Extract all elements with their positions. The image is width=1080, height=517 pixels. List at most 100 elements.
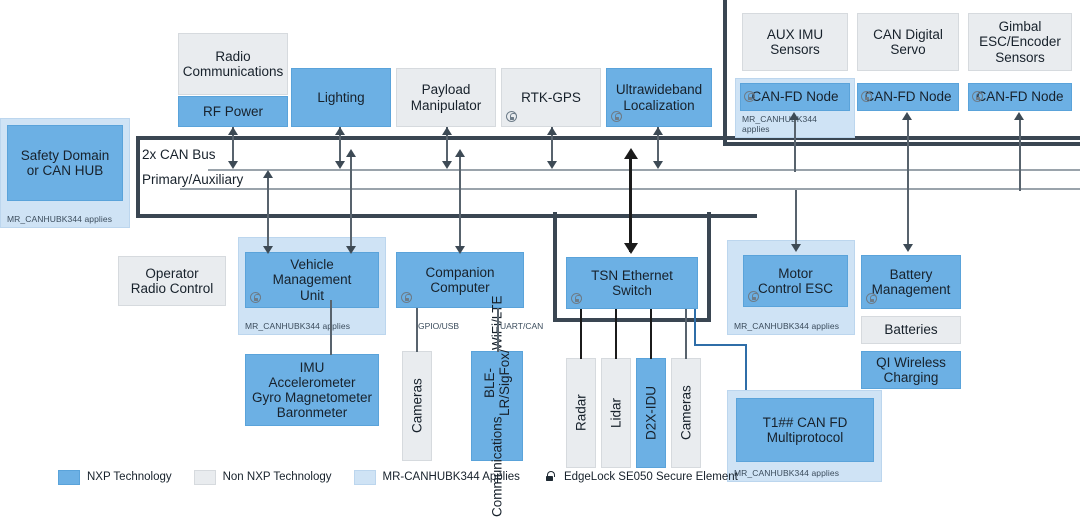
- communications-box[interactable]: Communications BLE-LR/SigFox/ WiFi/LTE: [471, 295, 523, 517]
- cameras-companion-box[interactable]: Cameras: [402, 351, 432, 461]
- t1-can-fd-note: MR_CANHUBK344 applies: [734, 468, 840, 478]
- uart-can-label: UART/CAN: [500, 321, 544, 331]
- vehicle-management-unit-box[interactable]: Vehicle Management Unit: [245, 252, 379, 308]
- t1-can-fd-multiprotocol-box[interactable]: T1## CAN FD Multiprotocol: [736, 398, 874, 462]
- gpio-usb-label: GPIO/USB: [418, 321, 460, 331]
- battery-mgmt-line1: Battery: [889, 266, 933, 282]
- arrow-down-lighting: [335, 161, 345, 169]
- operator-radio-control-box[interactable]: Operator Radio Control: [118, 256, 226, 306]
- secure-element-icon: [861, 91, 872, 102]
- connector-companion-cameras: [416, 308, 418, 352]
- cameras-tsn-box[interactable]: Cameras: [671, 358, 701, 468]
- d2x-idu-box[interactable]: D2X-IDU: [636, 358, 666, 468]
- secure-element-icon: [611, 111, 622, 122]
- legend-swatch-non-nxp: [193, 469, 216, 485]
- connector-uwb: [657, 127, 659, 163]
- payload-manipulator-line2: Manipulator: [410, 97, 482, 113]
- connector-motor-esc: [795, 190, 797, 248]
- secure-element-icon: [401, 292, 412, 303]
- arrow-up-payload: [442, 127, 452, 135]
- aux-imu-sensors-box[interactable]: AUX IMU Sensors: [742, 13, 848, 71]
- connector-tsn-lidar: [615, 309, 618, 359]
- connector-companion: [459, 155, 461, 250]
- tsn-domain-frame: [553, 212, 711, 322]
- can-fd-node-3-box[interactable]: CAN-FD Node: [968, 83, 1072, 111]
- imu-box[interactable]: IMU Accelerometer Gyro Magnetometer Baro…: [245, 354, 379, 426]
- rf-power-box[interactable]: RF Power: [178, 96, 288, 127]
- arrow-up-canfd3: [1014, 112, 1024, 120]
- connector-tsn-d2x: [650, 309, 653, 359]
- gimbal-esc-encoder-sensors-box[interactable]: Gimbal ESC/Encoder Sensors: [968, 13, 1072, 71]
- companion-computer-box[interactable]: Companion Computer: [396, 252, 524, 308]
- connector-tsn-trunk: [629, 158, 633, 252]
- safety-domain-line1: Safety Domain: [20, 147, 110, 163]
- connector-vmu-b: [350, 155, 352, 250]
- motor-control-esc-box[interactable]: Motor Control ESC: [735, 247, 848, 307]
- ultrawideband-localization-box[interactable]: Ultrawideband Localization: [606, 68, 712, 127]
- companion-line2: Computer: [430, 280, 490, 295]
- arrow-down-vmu-a: [263, 246, 273, 254]
- radio-communications-line2: Communications: [182, 64, 284, 79]
- connector-rtk: [551, 127, 553, 163]
- can-fd-node-2-box[interactable]: CAN-FD Node: [857, 83, 959, 111]
- vmu-line3: Unit: [299, 287, 324, 303]
- gimbal-line2: ESC/Encoder: [979, 34, 1061, 50]
- lidar-label: Lidar: [608, 397, 624, 429]
- comm-line1: Communications: [489, 416, 505, 517]
- connector-rf-power: [232, 127, 234, 163]
- arrow-up-canfd1: [789, 112, 799, 120]
- arrow-down-rf-power: [228, 161, 238, 169]
- bus-label-primary: 2x CAN Bus: [142, 147, 216, 162]
- can-fd-node-3-label: CAN-FD Node: [976, 89, 1064, 105]
- can-fd-domain-frame: [723, 0, 1080, 146]
- cameras-tsn-label: Cameras: [678, 385, 694, 441]
- bus-label-auxiliary: Primary/Auxiliary: [142, 172, 244, 187]
- arrow-down-companion: [455, 246, 465, 254]
- battery-management-box[interactable]: Battery Management: [861, 255, 961, 309]
- legend-label-edgelock: EdgeLock SE050 Secure Element: [563, 471, 738, 483]
- imu-line3: Gyro Magnetometer: [251, 390, 373, 405]
- arrow-up-rtk: [547, 127, 557, 135]
- radar-box[interactable]: Radar: [566, 358, 596, 468]
- connector-t1-vertical-a: [694, 309, 696, 345]
- vmu-line2: Management: [272, 272, 352, 288]
- motor-esc-line1: Motor: [778, 265, 813, 281]
- arrow-up-canfd2: [902, 112, 912, 120]
- t1-line2: Multiprotocol: [766, 430, 844, 445]
- arrow-up-vmu-b: [346, 149, 356, 157]
- motor-esc-note: MR_CANHUBK344 applies: [734, 321, 840, 331]
- connector-lighting: [339, 127, 341, 163]
- aux-imu-line2: Sensors: [770, 42, 820, 57]
- payload-manipulator-box[interactable]: Payload Manipulator: [396, 68, 496, 127]
- radio-communications-box[interactable]: Radio Communications: [178, 33, 288, 95]
- imu-line2: Accelerometer: [268, 374, 356, 390]
- vmu-note: MR_CANHUBK344 applies: [245, 321, 351, 331]
- batteries-box[interactable]: Batteries: [861, 316, 961, 344]
- payload-manipulator-line1: Payload: [421, 82, 471, 98]
- secure-element-icon: [748, 291, 759, 302]
- legend: NXP Technology Non NXP Technology MR-CAN…: [58, 468, 760, 486]
- arrow-up-lighting: [335, 127, 345, 135]
- connector-battery-mgmt: [907, 190, 909, 248]
- lighting-box[interactable]: Lighting: [291, 68, 391, 127]
- arrow-down-rtk: [547, 161, 557, 169]
- connector-canfd2: [907, 120, 909, 191]
- qi-wireless-charging-box[interactable]: QI Wireless Charging: [861, 351, 961, 389]
- legend-item-canhub: MR-CANHUBK344 Applies: [353, 469, 520, 485]
- connector-canfd1: [794, 120, 796, 172]
- safety-domain-note: MR_CANHUBK344 applies: [7, 214, 113, 224]
- rtk-gps-box[interactable]: RTK-GPS: [501, 68, 601, 127]
- lidar-box[interactable]: Lidar: [601, 358, 631, 468]
- arrow-up-uwb: [653, 127, 663, 135]
- lock-icon: [542, 469, 559, 486]
- can-fd-node-1-box[interactable]: CAN-FD Node: [740, 83, 850, 111]
- tsn-ethernet-switch-box[interactable]: TSN Ethernet Switch: [566, 257, 698, 309]
- connector-t1-horizontal: [694, 344, 746, 346]
- can-digital-servo-box[interactable]: CAN Digital Servo: [857, 13, 959, 71]
- secure-element-icon: [972, 91, 983, 102]
- aux-imu-line1: AUX IMU: [766, 26, 824, 42]
- safety-domain-or-can-hub-box[interactable]: Safety Domain or CAN HUB: [7, 125, 123, 201]
- connector-tsn-radar: [580, 309, 583, 359]
- legend-label-nxp: NXP Technology: [87, 471, 172, 483]
- legend-label-canhub: MR-CANHUBK344 Applies: [382, 471, 520, 483]
